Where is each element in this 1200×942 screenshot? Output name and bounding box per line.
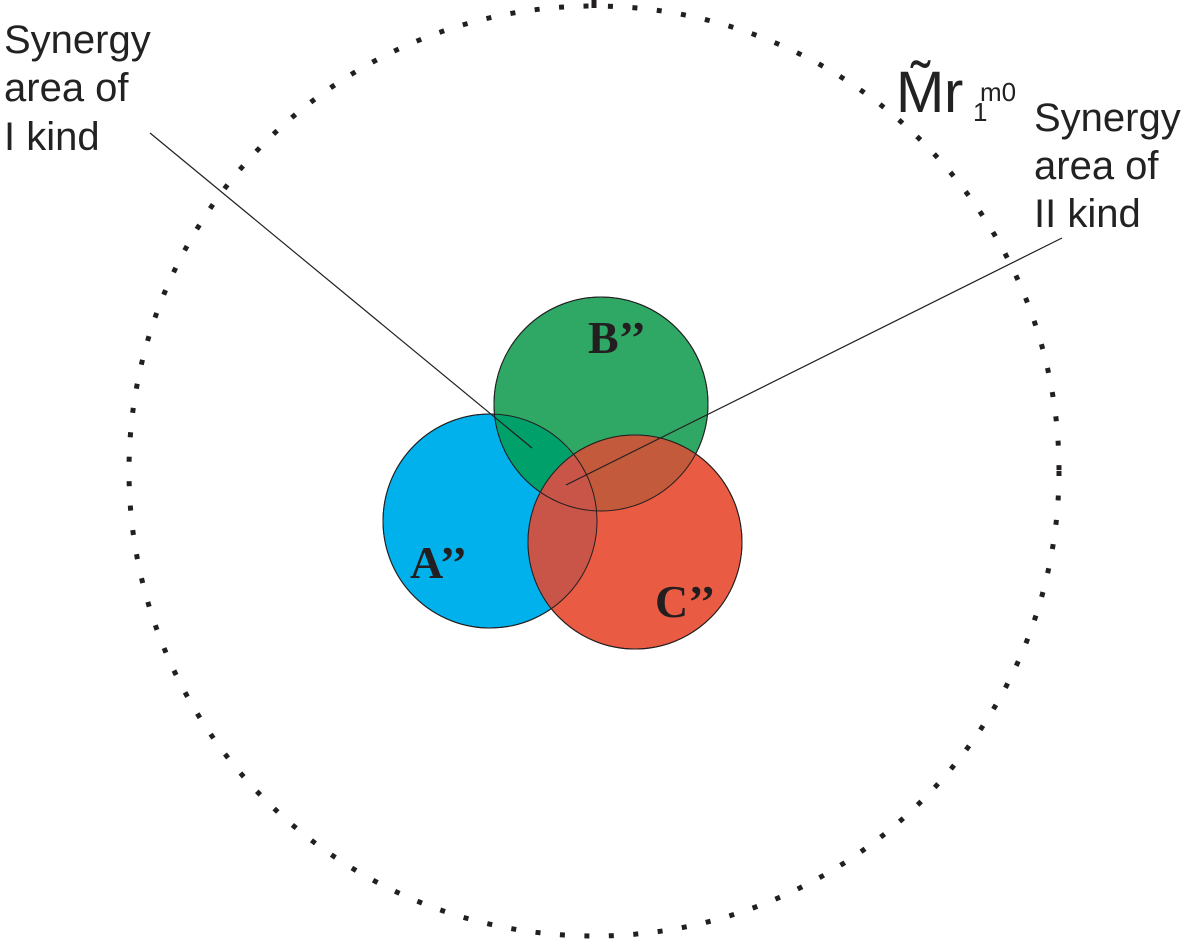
leader-line-kind2 <box>565 237 1063 486</box>
callout-kind1-line1: Synergy <box>4 18 151 62</box>
set-b-outline <box>493 296 709 512</box>
callout-kind2: Synergy area of II kind <box>1034 96 1192 236</box>
region-subscript: 1 <box>973 97 987 127</box>
region-label: M̃ r 1 m0 <box>896 60 1016 127</box>
callout-kind1: Synergy area of I kind <box>4 18 162 159</box>
set-c-label: C’’ <box>655 576 715 627</box>
region-symbol: M̃ <box>896 60 944 125</box>
callout-kind2-line3: II kind <box>1034 192 1141 236</box>
region-base: r <box>944 60 963 125</box>
set-b-label: B’’ <box>588 312 646 363</box>
callout-kind2-line2: area of <box>1034 144 1159 188</box>
callout-kind1-line2: area of <box>4 66 129 110</box>
region-boundary <box>126 3 1062 939</box>
region-superscript: m0 <box>980 77 1016 107</box>
callout-kind2-line1: Synergy <box>1034 96 1181 140</box>
set-a-label: A’’ <box>410 537 467 588</box>
leader-line-kind1 <box>149 132 533 449</box>
set-c-outline <box>527 434 743 650</box>
callout-kind1-line3: I kind <box>4 115 100 159</box>
overlap-a-b <box>494 414 597 511</box>
